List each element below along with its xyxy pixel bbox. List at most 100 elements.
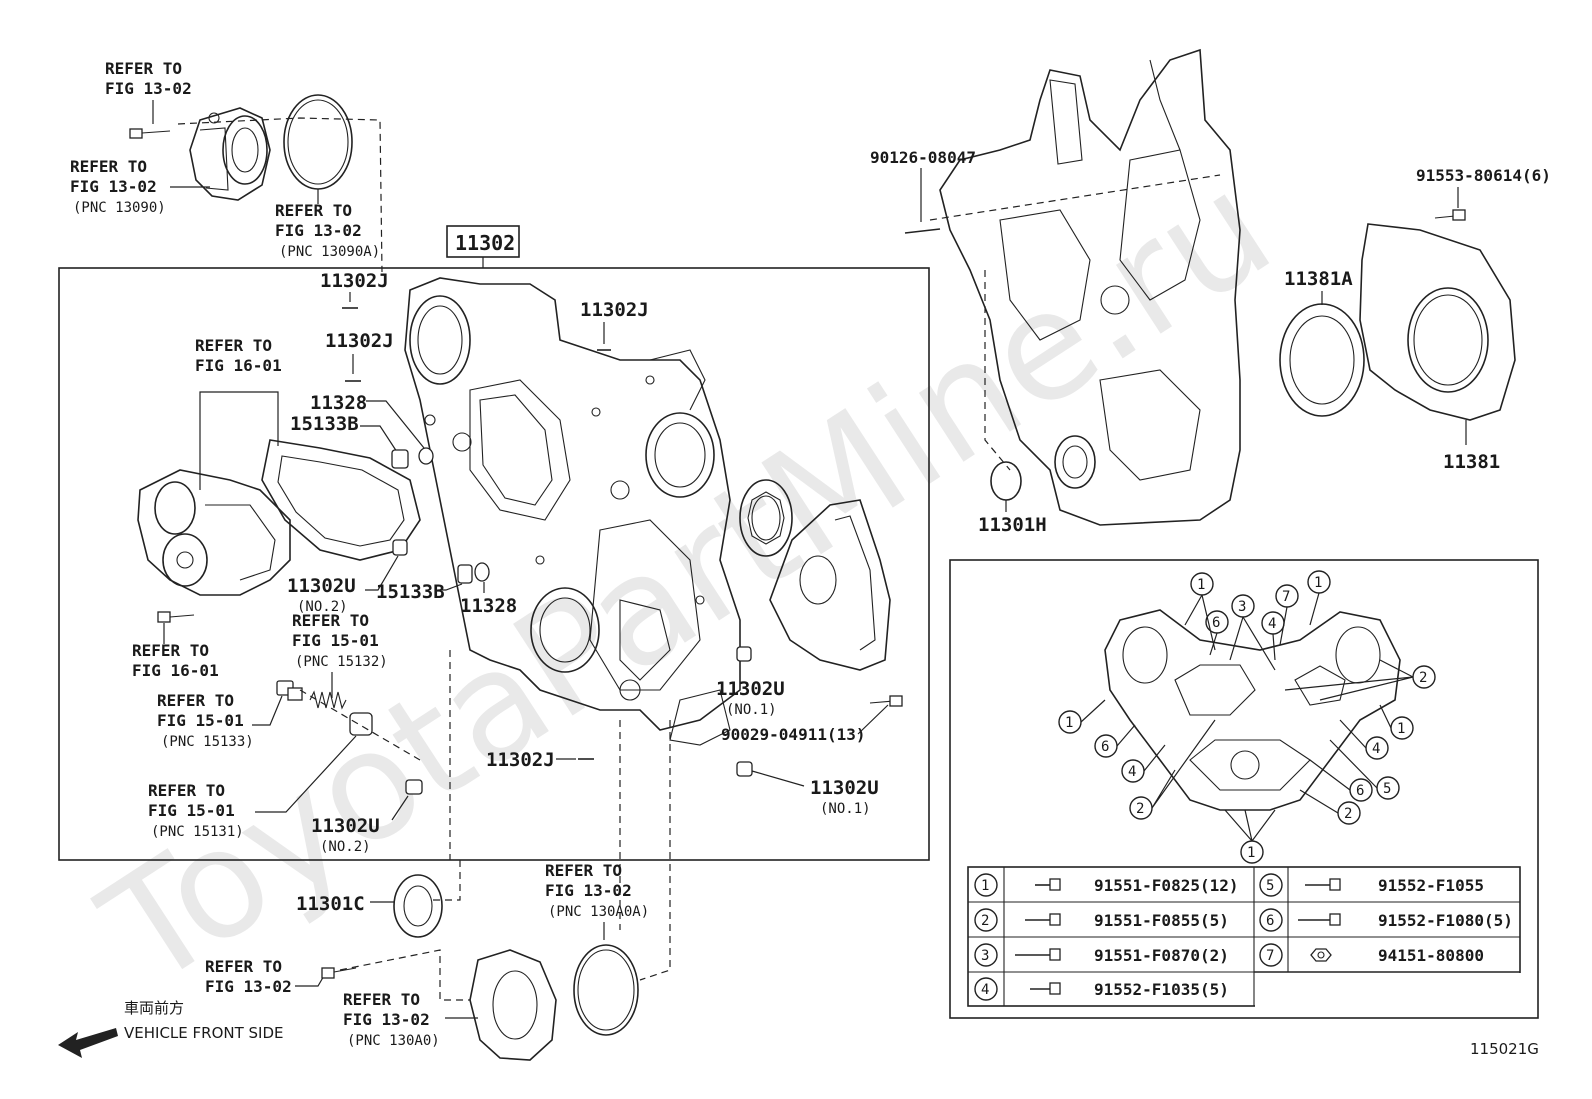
main-part-number[interactable]: 11302: [455, 231, 515, 255]
svg-text:1: 1: [1397, 721, 1405, 737]
svg-text:REFER TO: REFER TO: [195, 336, 272, 355]
svg-text:91551-F0825(12): 91551-F0825(12): [1094, 876, 1239, 895]
part-15133B-label[interactable]: 15133B: [290, 413, 359, 435]
part-11302J-label[interactable]: 11302J: [325, 330, 394, 352]
svg-text:1: 1: [1314, 575, 1322, 591]
svg-text:4: 4: [1372, 741, 1380, 757]
svg-text:FIG 15-01: FIG 15-01: [292, 631, 379, 650]
part-11301H-label[interactable]: 11301H: [978, 514, 1047, 536]
svg-text:FIG 16-01: FIG 16-01: [132, 661, 219, 680]
svg-text:2: 2: [1419, 670, 1427, 686]
part-11302U-label[interactable]: 11302U: [810, 777, 879, 799]
svg-text:REFER TO: REFER TO: [205, 957, 282, 976]
svg-text:(PNC 15131): (PNC 15131): [151, 824, 244, 840]
svg-text:REFER TO: REFER TO: [157, 691, 234, 710]
svg-text:1: 1: [981, 878, 989, 894]
cover-outline-icon: [1104, 609, 1401, 811]
part-11302U-label[interactable]: 11302U: [311, 815, 380, 837]
part-11302J-label[interactable]: 11302J: [580, 299, 649, 321]
svg-text:7: 7: [1266, 948, 1274, 964]
bolt-table-row: 2 91551-F0855(5): [974, 908, 1229, 932]
refer-15-01-pnc15131: REFER TO FIG 15-01 (PNC 15131): [148, 781, 244, 840]
rear-oil-seal-icon: [1279, 303, 1365, 417]
valve-icon: [349, 712, 373, 736]
bolt-icon: [129, 128, 171, 139]
refer-16-01-bottom: REFER TO FIG 16-01: [132, 641, 219, 680]
svg-text:4: 4: [1128, 764, 1136, 780]
bolt-table-row: 3 91551-F0870(2): [974, 943, 1229, 967]
svg-text:REFER TO: REFER TO: [132, 641, 209, 660]
vehicle-front-arrow-icon: [58, 1028, 118, 1058]
bolt-icon: [1035, 878, 1061, 891]
svg-text:(PNC 13090A): (PNC 13090A): [279, 244, 380, 260]
svg-text:91551-F0870(2): 91551-F0870(2): [1094, 946, 1229, 965]
refer-13-02-bottom-left: REFER TO FIG 13-02: [205, 957, 292, 996]
svg-text:91552-F1080(5): 91552-F1080(5): [1378, 911, 1513, 930]
svg-text:6: 6: [1356, 783, 1364, 799]
bolt-location-inset: [949, 559, 1539, 1019]
refer-13-02-pnc130a0a: REFER TO FIG 13-02 (PNC 130A0A): [545, 861, 649, 920]
svg-text:91552-F1055: 91552-F1055: [1378, 876, 1484, 895]
part-11381-label[interactable]: 11381: [1443, 451, 1500, 473]
main-assembly-frame: [58, 267, 930, 861]
svg-text:5: 5: [1383, 781, 1391, 797]
sleeve-icon: [736, 761, 753, 777]
part-90029-label[interactable]: 90029-04911(13): [721, 725, 866, 744]
part-11302U-label[interactable]: 11302U: [716, 678, 785, 700]
part-91553-label[interactable]: 91553-80614(6): [1416, 166, 1551, 185]
bolt-icon: [1025, 913, 1061, 926]
bolt-icon: [1434, 209, 1466, 221]
svg-text:REFER TO: REFER TO: [343, 990, 420, 1009]
svg-text:REFER TO: REFER TO: [148, 781, 225, 800]
svg-text:REFER TO: REFER TO: [545, 861, 622, 880]
svg-text:94151-80800: 94151-80800: [1378, 946, 1484, 965]
water-pump-icon: [137, 469, 291, 596]
plug-icon: [391, 447, 434, 469]
svg-text:FIG 13-02: FIG 13-02: [275, 221, 362, 240]
svg-text:4: 4: [981, 982, 989, 998]
svg-text:(PNC 130A0): (PNC 130A0): [347, 1033, 440, 1049]
bolt-icon: [1030, 982, 1061, 995]
part-90126-label[interactable]: 90126-08047: [870, 148, 976, 167]
o-ring-icon: [573, 944, 639, 1036]
bolt-table: [967, 866, 1521, 1007]
direction-japanese: 車両前方: [124, 999, 184, 1017]
svg-text:(PNC 130A0A): (PNC 130A0A): [548, 904, 649, 920]
engine-block-icon: [939, 48, 1241, 526]
svg-text:REFER TO: REFER TO: [292, 611, 369, 630]
vacuum-pump-icon: [469, 949, 557, 1061]
o-ring-icon: [283, 94, 353, 190]
vacuum-pump-icon: [189, 107, 271, 201]
part-11302J-label[interactable]: 11302J: [320, 270, 389, 292]
direction-english: VEHICLE FRONT SIDE: [124, 1024, 284, 1042]
bolt-table-row: 7 94151-80800: [1259, 943, 1484, 967]
inset-leader-lines: [1080, 592, 1414, 842]
svg-text:7: 7: [1282, 589, 1290, 605]
svg-text:4: 4: [1268, 616, 1276, 632]
svg-text:(PNC 15133): (PNC 15133): [161, 734, 254, 750]
svg-text:FIG 13-02: FIG 13-02: [343, 1010, 430, 1029]
svg-text:REFER TO: REFER TO: [275, 201, 352, 220]
refer-15-01-pnc15132: REFER TO FIG 15-01 (PNC 15132): [292, 611, 388, 670]
part-11302U-label[interactable]: 11302U: [287, 575, 356, 597]
svg-text:FIG 16-01: FIG 16-01: [195, 356, 282, 375]
part-11328-label[interactable]: 11328: [310, 392, 367, 414]
bolt-icon: [1298, 913, 1341, 926]
svg-text:1: 1: [1197, 577, 1205, 593]
part-11381A-label[interactable]: 11381A: [1284, 268, 1353, 290]
refer-16-01-top: REFER TO FIG 16-01: [195, 336, 282, 375]
top-left-refer-2: REFER TO FIG 13-02 (PNC 13090): [70, 157, 166, 216]
part-11328-label[interactable]: 11328: [460, 595, 517, 617]
svg-text:5: 5: [1266, 878, 1274, 894]
nut-icon: [1310, 948, 1332, 962]
part-11302J-label[interactable]: 11302J: [486, 749, 555, 771]
rear-oil-seal-retainer-icon: [1359, 223, 1516, 421]
svg-text:REFER TO: REFER TO: [70, 157, 147, 176]
svg-text:(PNC 15132): (PNC 15132): [295, 654, 388, 670]
part-15133B-label[interactable]: 15133B: [376, 581, 445, 603]
svg-text:FIG 15-01: FIG 15-01: [148, 801, 235, 820]
part-11302U-sub: (NO.2): [297, 599, 348, 615]
refer-15-01-pnc15133: REFER TO FIG 15-01 (PNC 15133): [157, 691, 254, 750]
part-11301C-label[interactable]: 11301C: [296, 893, 365, 915]
